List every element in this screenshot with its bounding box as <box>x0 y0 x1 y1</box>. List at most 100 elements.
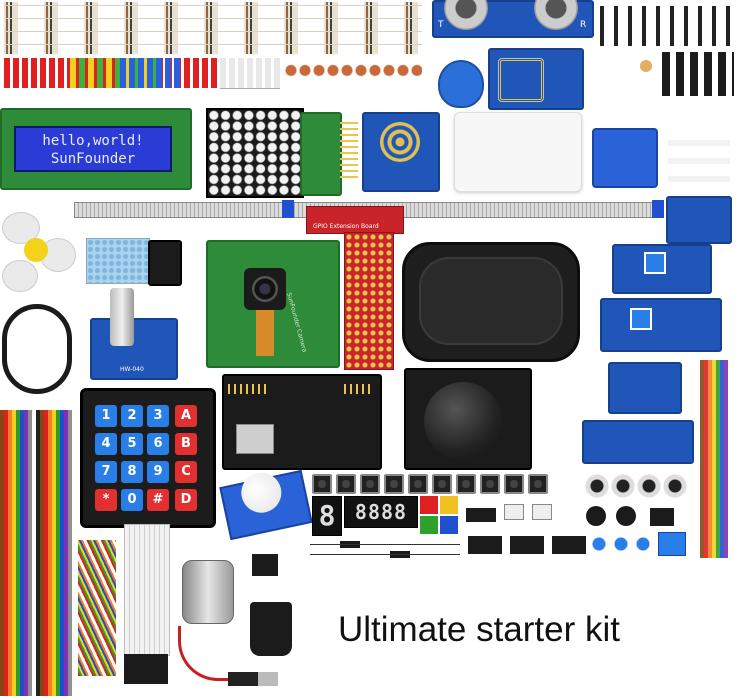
ultrasonic-r-label: R <box>580 20 587 30</box>
led-row-white <box>220 58 280 89</box>
ic-chip-row <box>468 536 586 554</box>
rotary-encoder-module: HW-040 <box>90 288 178 380</box>
gpio-extension-board-stem <box>344 232 394 370</box>
slide-switch <box>504 504 524 520</box>
camera-board-label: SunFounder Camera <box>285 292 308 354</box>
keypad-key-0[interactable]: 0 <box>121 489 143 511</box>
dht11-board <box>148 240 182 286</box>
keypad-key-D[interactable]: D <box>175 489 197 511</box>
keypad-key-hash[interactable]: # <box>147 489 169 511</box>
tactile-button[interactable] <box>384 474 404 494</box>
servo-motor <box>592 128 658 188</box>
ultrasonic-transducer-left <box>444 0 488 30</box>
rfid-keyfob <box>438 60 484 108</box>
keypad-key-1[interactable]: 1 <box>95 405 117 427</box>
buzzer <box>586 506 606 526</box>
tilt-switch <box>252 554 278 576</box>
tactile-button[interactable] <box>360 474 380 494</box>
keypad-key-3[interactable]: 3 <box>147 405 169 427</box>
rgb-led-red <box>420 496 438 514</box>
push-buttons-blue <box>588 534 652 554</box>
ribbon-connector-right <box>652 200 664 218</box>
fan-blade-3 <box>2 260 38 292</box>
keypad-key-B[interactable]: B <box>175 433 197 455</box>
ribbon-connector-left <box>282 200 294 218</box>
keypad-key-2[interactable]: 2 <box>121 405 143 427</box>
photoresistor <box>640 60 652 72</box>
usb-port <box>236 424 274 454</box>
joystick-module <box>404 368 532 470</box>
ic-chip <box>466 508 496 522</box>
buzzer-2 <box>616 506 636 526</box>
rfid-reader-module <box>488 48 584 110</box>
sound-sensor-module <box>600 298 722 352</box>
camera-flex-cable <box>256 310 274 356</box>
tactile-button[interactable] <box>336 474 356 494</box>
pir-motion-sensor <box>219 468 313 541</box>
keypad-key-7[interactable]: 7 <box>95 461 117 483</box>
potentiometer <box>644 252 666 274</box>
tactile-button[interactable] <box>504 474 524 494</box>
lcd-line-1: hello,world! <box>42 133 144 149</box>
joystick-cap <box>424 382 502 460</box>
led-row-blue <box>120 58 180 88</box>
lcd-1602-module: hello,world! SunFounder <box>0 108 192 190</box>
ultrasonic-t-label: T <box>438 20 444 30</box>
keypad-key-C[interactable]: C <box>175 461 197 483</box>
battery-clip-wire <box>178 626 265 681</box>
resistor-strip <box>4 2 422 54</box>
keypad-ribbon-tail <box>124 524 170 656</box>
dc-motor <box>182 560 234 624</box>
rgb-led-blue <box>440 516 458 534</box>
keypad-key-6[interactable]: 6 <box>147 433 169 455</box>
tactile-button[interactable] <box>408 474 428 494</box>
servo-horns <box>668 130 730 182</box>
product-caption: Ultimate starter kit <box>338 610 620 649</box>
rfid-antenna <box>498 58 544 102</box>
camera-lens <box>244 268 286 310</box>
keypad-connector <box>124 654 168 684</box>
touch-pad <box>380 122 420 162</box>
keypad-key-9[interactable]: 9 <box>147 461 169 483</box>
audio-cable <box>2 304 72 394</box>
tactile-button[interactable] <box>312 474 332 494</box>
membrane-keypad: 1 2 3 A 4 5 6 B 7 8 9 C * 0 # D <box>80 388 216 528</box>
keypad-key-star[interactable]: * <box>95 489 117 511</box>
seven-segment-single-digit: 8 <box>318 499 336 532</box>
potentiometer-2 <box>630 308 652 330</box>
keypad-key-A[interactable]: A <box>175 405 197 427</box>
keypad-key-4[interactable]: 4 <box>95 433 117 455</box>
jumper-wires-right <box>700 360 728 558</box>
obstacle-sensor-module <box>582 420 694 464</box>
lcd-line-2: SunFounder <box>50 151 136 167</box>
keypad-key-8[interactable]: 8 <box>121 461 143 483</box>
relay <box>658 532 686 556</box>
rotary-encoder-label: HW-040 <box>120 366 144 373</box>
led-dot-matrix <box>206 108 304 198</box>
gpio-board-label: GPIO Extension Board <box>313 223 379 230</box>
large-buttons-row <box>584 474 688 498</box>
barrel-plug <box>228 672 278 686</box>
tactile-button[interactable] <box>480 474 500 494</box>
male-header-pins <box>600 6 730 46</box>
seven-segment-single: 8 <box>312 496 342 536</box>
rgb-led-green <box>420 516 438 534</box>
dot-matrix-driver-board <box>300 112 342 196</box>
transistor-row <box>662 52 734 96</box>
speaker-cone <box>419 257 563 345</box>
tactile-button[interactable] <box>456 474 476 494</box>
sensor-module-top-right <box>666 196 732 244</box>
pir-dome <box>237 468 286 517</box>
tactile-button[interactable] <box>432 474 452 494</box>
ultrasonic-transducer-right <box>534 0 578 30</box>
micro-switch <box>650 508 674 526</box>
speaker <box>402 242 580 362</box>
ceramic-capacitors <box>284 60 422 86</box>
camera-lens-glass <box>252 276 278 302</box>
accelerometer-module <box>608 362 682 414</box>
touch-sensor-module <box>362 112 440 192</box>
tactile-button[interactable] <box>528 474 548 494</box>
keypad-key-5[interactable]: 5 <box>121 433 143 455</box>
power-header-pins-2 <box>344 384 374 394</box>
diodes <box>310 540 460 560</box>
